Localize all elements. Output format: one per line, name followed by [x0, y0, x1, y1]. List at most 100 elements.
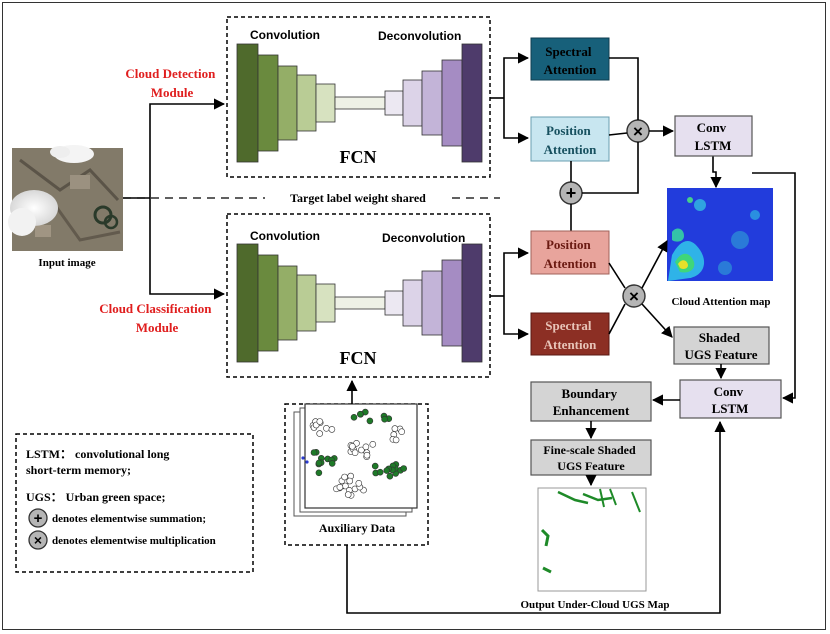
aux-point [369, 440, 377, 448]
multiply-node-top: × [626, 119, 650, 143]
aux-point [386, 472, 394, 480]
fine-scale-line-2: UGS Feature [557, 459, 625, 473]
conv-lstm-bottom-line-2: LSTM [712, 401, 749, 416]
aux-point [336, 483, 344, 491]
multiply-node-bottom: × [622, 284, 646, 308]
spectral-attention-bottom: Spectral Attention [530, 312, 610, 356]
shaded-ugs-line-2: UGS Feature [684, 347, 757, 362]
position-attention-top: Position Attention [530, 116, 610, 162]
legend-plus-symbol: + [34, 510, 43, 527]
aux-point [356, 410, 364, 418]
fcn-top-deconvolution-label: Deconvolution [378, 29, 461, 43]
svg-text:Cloud Classification M: Cloud Classification Module [99, 301, 215, 335]
aux-point [316, 430, 324, 437]
aux-point [323, 424, 330, 432]
fcn-top-connectors [490, 52, 530, 144]
boundary-enhancement: Boundary Enhancement [530, 381, 652, 422]
svg-text:Position Attention: Position Attention [544, 123, 597, 157]
multiply-bottom-symbol: × [629, 287, 639, 306]
cloud-detection-line-1: Cloud Detection [125, 66, 216, 81]
target-label-shared-text: Target label weight shared [290, 191, 426, 205]
aux-point [400, 465, 408, 472]
position-bottom-line-1: Position [546, 237, 592, 252]
fine-scale-shaded-ugs-feature: Fine-scale Shaded UGS Feature [530, 439, 652, 476]
cloud-attention-map-label: Cloud Attention map [671, 296, 770, 308]
fcn-bottom-deconvolution-label: Deconvolution [382, 231, 465, 245]
svg-text:Spectral Attention: Spectral Attention [544, 44, 597, 77]
spectral-bottom-line-2: Attention [544, 337, 597, 352]
input-connectors [123, 98, 226, 300]
position-bottom-line-2: Attention [544, 256, 597, 271]
aux-point [383, 467, 391, 474]
conv-lstm-bottom-line-1: Conv [714, 384, 744, 399]
input-image-label: Input image [38, 257, 95, 269]
cloud-classification-module-label: Cloud Classification Module [99, 301, 215, 335]
legend-times-icon [28, 530, 48, 550]
legend-lstm-line-1: LSTM： convolutional long [26, 447, 169, 461]
svg-text:Shaded UGS Feature: Shaded UGS Feature [684, 330, 757, 362]
spectral-bottom-line-1: Spectral [545, 318, 592, 333]
aux-point [351, 449, 359, 457]
boundary-line-1: Boundary [562, 386, 618, 401]
input-image [8, 145, 123, 251]
svg-text:Position Attention: Position Attention [544, 237, 597, 271]
aux-point [355, 479, 363, 487]
aux-point [391, 425, 399, 432]
auxiliary-data-stack [293, 403, 418, 517]
top-attention-connectors [570, 57, 722, 231]
aux-point [363, 451, 371, 459]
sum-symbol: + [566, 183, 577, 203]
fcn-top-box [226, 16, 491, 178]
aux-point [305, 460, 309, 464]
aux-point [344, 491, 352, 498]
spectral-attention-top: Spectral Attention [530, 37, 610, 81]
aux-point [398, 428, 406, 436]
output-map-label: Output Under-Cloud UGS Map [520, 599, 669, 611]
cloud-detection-module-label: Cloud Detection Module [125, 66, 216, 100]
sum-node: + [559, 181, 583, 205]
position-attention-bottom: Position Attention [530, 230, 610, 275]
legend-plus-icon [28, 508, 48, 528]
position-top-line-1: Position [546, 123, 592, 138]
fcn-top-encoder [236, 43, 336, 163]
fcn-bottom-convolution-label: Convolution [250, 229, 320, 243]
conv-lstm-top-line-1: Conv [697, 120, 727, 135]
bottom-attention-connectors [608, 240, 673, 338]
legend-ugs: UGS： Urban green space; [26, 490, 165, 504]
shaded-ugs-feature: Shaded UGS Feature [673, 326, 770, 365]
aux-point [350, 413, 358, 421]
fcn-bottom-encoder [236, 243, 336, 363]
svg-text:Spectral Attention: Spectral Attention [544, 318, 597, 352]
legend-box [15, 433, 254, 573]
conv-lstm-bottom: Conv LSTM [679, 379, 782, 419]
fcn-top-decoder [384, 43, 483, 163]
cloud-classification-line-2: Module [136, 320, 179, 335]
fcn-bottom-connectors [490, 247, 530, 340]
cloud-detection-line-2: Module [151, 85, 194, 100]
aux-point [310, 449, 318, 456]
fcn-bottom-bottleneck [334, 296, 386, 310]
auxiliary-data-label: Auxiliary Data [319, 521, 395, 535]
fcn-top-label: FCN [340, 147, 377, 167]
fcn-top-convolution-label: Convolution [250, 28, 320, 42]
legend-times-symbol: × [34, 532, 42, 548]
position-top-line-2: Attention [544, 142, 597, 157]
conv-lstm-top-line-2: LSTM [695, 138, 732, 153]
aux-point [328, 426, 336, 433]
boundary-line-2: Enhancement [553, 403, 630, 418]
fcn-bottom-decoder [384, 243, 483, 363]
fcn-bottom-label: FCN [340, 348, 377, 368]
cloud-attention-map [667, 188, 773, 281]
legend-lstm-line-2: short-term memory; [26, 463, 131, 477]
svg-text:Fine-scale Shaded UGS: Fine-scale Shaded UGS Feature [543, 443, 638, 473]
svg-text:LSTM： convolutional long: LSTM： convolutional long short-term memo… [26, 447, 172, 477]
fcn-top-bottleneck [334, 96, 386, 110]
aux-point [341, 473, 348, 481]
svg-text:Conv LSTM: Conv LSTM [695, 120, 732, 153]
legend-sum: denotes elementwise summation; [52, 513, 206, 525]
cloud-classification-line-1: Cloud Classification [99, 301, 212, 316]
conv-lstm-top: Conv LSTM [674, 115, 753, 157]
shaded-ugs-line-1: Shaded [699, 330, 741, 345]
